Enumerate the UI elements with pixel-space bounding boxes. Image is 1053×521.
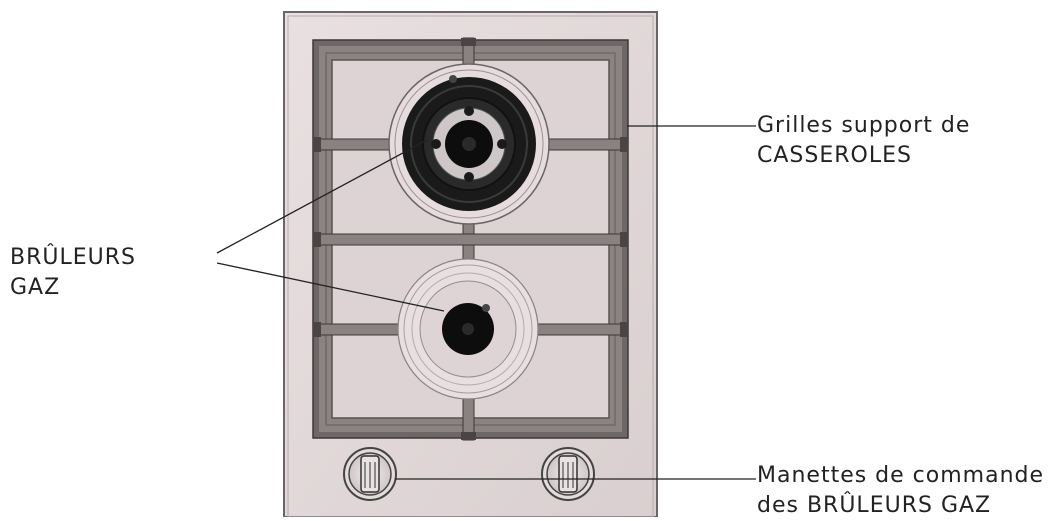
leader-lines — [216, 125, 756, 480]
burner-large — [388, 63, 550, 225]
label-grilles-line2: CASSEROLES — [757, 143, 912, 168]
label-grilles: Grilles support de CASSEROLES — [757, 111, 970, 171]
label-manettes-line2: des BRÛLEURS GAZ — [757, 493, 992, 518]
control-knob-left[interactable] — [343, 447, 397, 501]
control-knob-right[interactable] — [541, 447, 595, 501]
label-bruleurs-line2: GAZ — [10, 275, 61, 300]
burner-small — [397, 258, 539, 400]
label-bruleurs-line1: BRÛLEURS — [10, 245, 136, 270]
label-manettes: Manettes de commande des BRÛLEURS GAZ — [757, 461, 1044, 521]
label-grilles-line1: Grilles support de — [757, 113, 971, 138]
label-bruleurs: BRÛLEURS GAZ — [10, 243, 136, 303]
leader-bruleur-large — [216, 139, 428, 254]
label-manettes-line1: Manettes de commande — [757, 463, 1045, 488]
leader-bruleur-small — [216, 262, 445, 312]
